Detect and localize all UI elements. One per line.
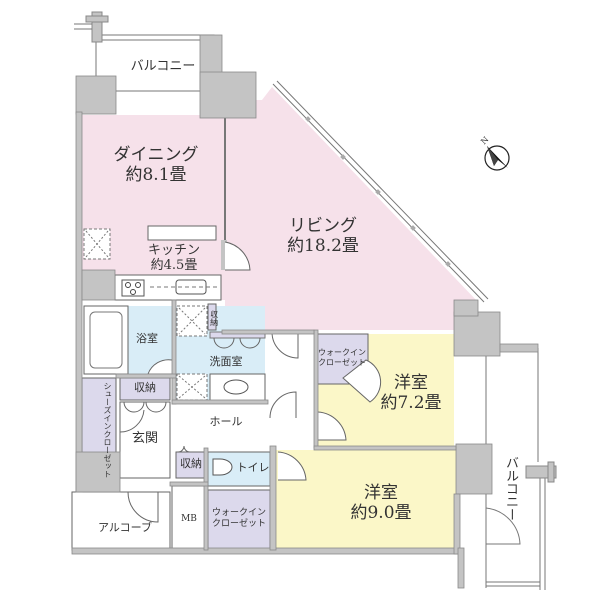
- bedroom2-floor: [276, 450, 456, 548]
- toilet-label: トイレ: [236, 461, 270, 474]
- bedroom1-size: 約7.2畳: [380, 392, 442, 413]
- north-arrow-icon: [484, 145, 510, 171]
- bedroom1-label: 洋室: [394, 373, 428, 393]
- wic2-label: ウォークイン クローゼット: [211, 508, 266, 529]
- dining-room: ダイニング 約8.1畳: [96, 145, 216, 185]
- balcony-right-label: バルコニー: [502, 455, 518, 521]
- dining-size: 約8.1畳: [125, 164, 187, 185]
- bedroom-1: 洋室 約7.2畳: [366, 373, 456, 413]
- kitchen-size: 約4.5畳: [150, 257, 198, 273]
- hall-storage-label: 収納: [180, 457, 202, 470]
- kitchen-label: キッチン: [147, 243, 200, 258]
- genkan-floor: [119, 401, 171, 479]
- mb-label: MB: [181, 514, 197, 524]
- walls: [71, 34, 539, 589]
- bedroom-2: 洋室 約9.0畳: [326, 483, 436, 523]
- living-label: リビング: [289, 216, 357, 236]
- kitchen: キッチン 約4.5畳: [134, 243, 214, 274]
- balcony-right: [485, 330, 557, 590]
- shoes-closet-label: シューズインクローゼット: [103, 382, 112, 478]
- wic1-label: ウォークインクローゼット: [318, 348, 366, 367]
- living-size: 約18.2畳: [287, 235, 359, 256]
- washroom-label: 洗面室: [209, 355, 243, 368]
- dining-label: ダイニング: [113, 145, 199, 165]
- bedroom2-label: 洋室: [364, 483, 398, 503]
- bath-label: 浴室: [136, 332, 158, 345]
- bedroom2-size: 約9.0畳: [350, 502, 412, 523]
- hall-label: ホール: [209, 415, 243, 428]
- genkan-label: 玄関: [131, 431, 158, 446]
- kitchen-storage-label: 収納: [209, 310, 219, 326]
- living-window: [272, 80, 489, 303]
- entrance-storage-label: 収納: [134, 381, 156, 394]
- alcove-label: アルコーブ: [97, 521, 152, 534]
- ldk-floor: [82, 87, 478, 330]
- kitchen-counter: [83, 225, 222, 301]
- living-room: リビング 約18.2畳: [268, 216, 378, 256]
- balcony-top-label: バルコニー: [130, 59, 196, 74]
